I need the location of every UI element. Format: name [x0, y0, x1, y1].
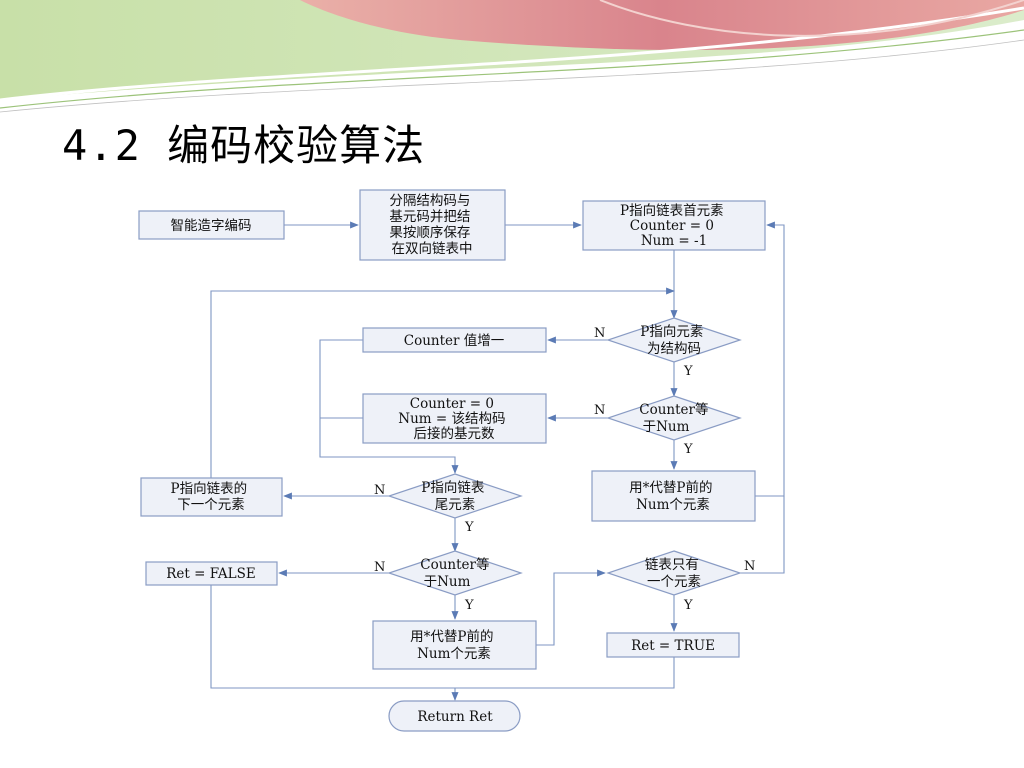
- label-eq1-yes: Y: [683, 442, 693, 457]
- svg-text:Counter 值增一: Counter 值增一: [404, 333, 505, 349]
- edge-one-no: [739, 496, 785, 574]
- node-eq1: Counter等 于Num: [606, 395, 742, 441]
- label-isstruct-yes: Y: [683, 364, 693, 379]
- edge-labels: N Y N Y N Y N Y N Y: [374, 326, 755, 613]
- node-start: 智能造字编码: [138, 210, 285, 240]
- svg-text:分隔结构码与 基元码并把结 果按顺序: 分隔结构码与 基元码并把结 果按顺序保存 在双向链表中: [389, 193, 474, 257]
- node-eq2: Counter等 于Num: [387, 550, 523, 596]
- node-is-struct: P指向元素 为结构码: [606, 317, 742, 363]
- svg-text:Counter等 于Num: Counter等 于Num: [420, 556, 494, 590]
- node-ret-false: Ret = FALSE: [145, 561, 278, 586]
- label-isstruct-no: N: [594, 326, 605, 341]
- svg-text:P指向链表首元素 Counter = 0: P指向链表首元素 Counter = 0 Num = -1: [620, 203, 728, 249]
- banner-red-band: [300, 0, 1024, 50]
- node-init: P指向链表首元素 Counter = 0 Num = -1: [582, 200, 766, 251]
- label-tail-yes: Y: [464, 520, 474, 535]
- svg-text:用*代替P前的 Num个元素: 用*代替P前的 Num个元素: [629, 479, 717, 513]
- edges: [210, 221, 785, 701]
- svg-text:P指向链表的 下一个元素: P指向链表的 下一个元素: [171, 481, 252, 513]
- label-eq2-no: N: [374, 560, 385, 575]
- node-reset: Counter = 0 Num = 该结构码 后接的基元数: [362, 393, 547, 444]
- label-one-no: N: [744, 559, 755, 574]
- svg-text:P指向链表 尾元素: P指向链表 尾元素: [421, 480, 488, 513]
- edge-next-loop: [210, 287, 675, 485]
- node-replace2: 用*代替P前的 Num个元素: [372, 620, 537, 670]
- label-tail-no: N: [374, 483, 385, 498]
- node-ret-true: Ret = TRUE: [606, 632, 740, 658]
- svg-text:P指向元素 为结构码: P指向元素 为结构码: [640, 324, 707, 357]
- node-return: Return Ret: [388, 700, 521, 732]
- edge-inc-tail: [319, 339, 459, 474]
- svg-text:Counter等 于Num: Counter等 于Num: [639, 401, 713, 435]
- label-one-yes: Y: [683, 598, 693, 613]
- svg-text:用*代替P前的 Num个元素: 用*代替P前的 Num个元素: [410, 628, 498, 662]
- svg-text:链表只有 一个元素: 链表只有 一个元素: [645, 557, 703, 590]
- svg-text:Counter = 0 Num = 该结构码: Counter = 0 Num = 该结构码 后接的基元数: [398, 396, 510, 442]
- edge-false-return: [210, 585, 675, 689]
- banner-white-curve: [0, 6, 1024, 102]
- edge-replace1-init: [755, 221, 785, 497]
- edge-replace2-one: [536, 569, 606, 646]
- svg-text:Ret = FALSE: Ret = FALSE: [166, 566, 255, 582]
- label-eq2-yes: Y: [464, 598, 474, 613]
- node-replace1: 用*代替P前的 Num个元素: [591, 470, 756, 522]
- svg-text:智能造字编码: 智能造字编码: [171, 218, 252, 234]
- node-next: P指向链表的 下一个元素: [140, 477, 283, 517]
- svg-text:Return Ret: Return Ret: [417, 709, 493, 725]
- banner-pink-line: [599, 0, 1024, 37]
- svg-text:Ret = TRUE: Ret = TRUE: [631, 638, 715, 654]
- node-counter-inc: Counter 值增一: [362, 327, 547, 353]
- label-eq1-no: N: [594, 403, 605, 418]
- slide-title: 4.2 编码校验算法: [62, 121, 426, 170]
- node-split: 分隔结构码与 基元码并把结 果按顺序保存 在双向链表中: [359, 189, 506, 261]
- banner-gray-line: [0, 39, 1024, 113]
- node-one-elem: 链表只有 一个元素: [606, 550, 742, 596]
- node-is-tail: P指向链表 尾元素: [387, 473, 523, 519]
- banner-green-line: [0, 29, 1024, 109]
